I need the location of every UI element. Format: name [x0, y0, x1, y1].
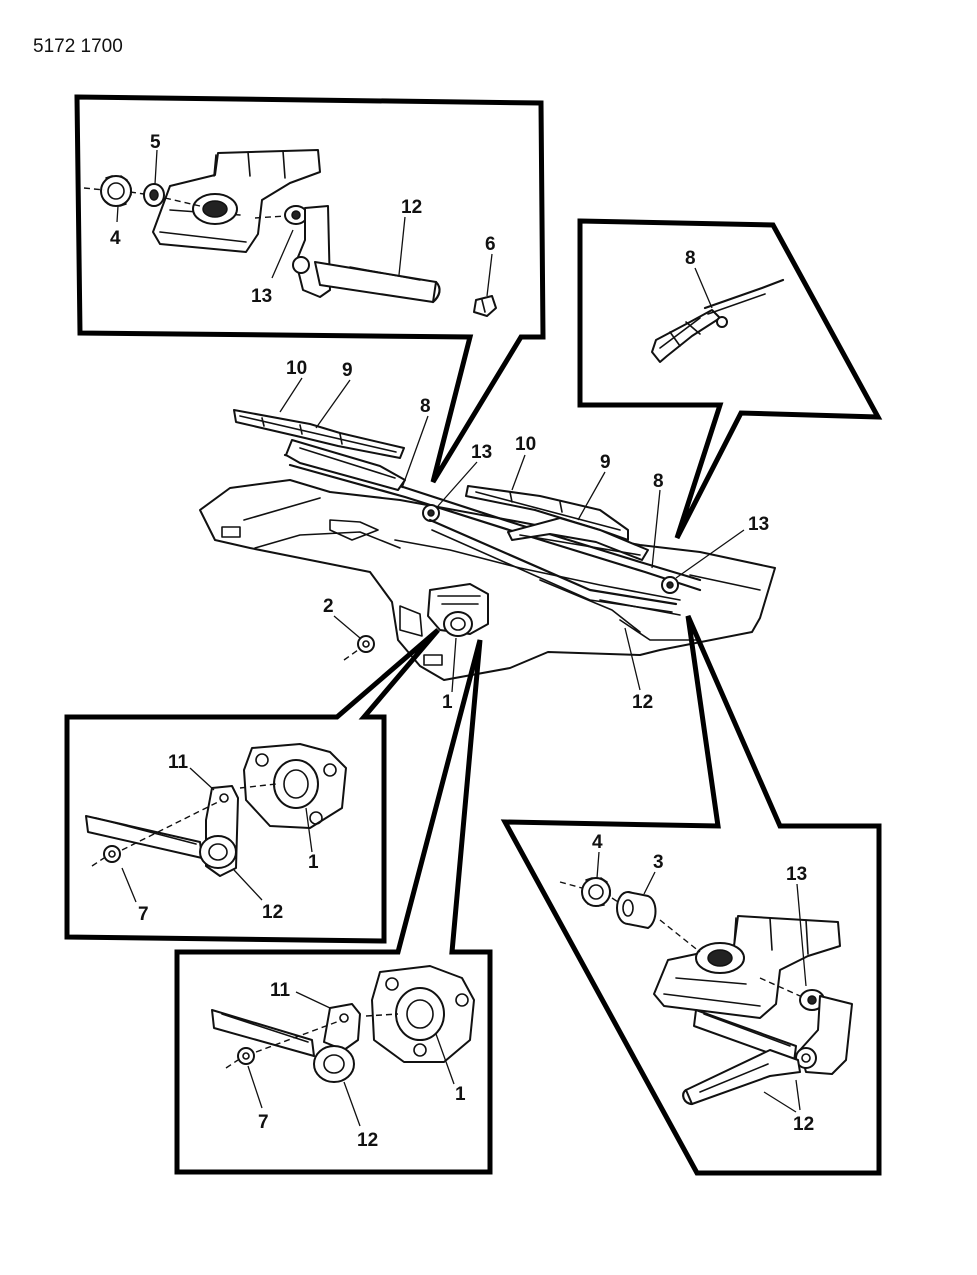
bushing-part-3 — [616, 891, 657, 929]
callout-2: 2 — [323, 596, 334, 617]
callout-1: 1 — [442, 692, 453, 713]
pivot-part-13-right — [795, 989, 853, 1075]
washer-part-5 — [143, 183, 165, 207]
callout-8: 8 — [685, 248, 696, 269]
link-arm-part-12 — [314, 261, 441, 304]
retaining-clip-part-6 — [473, 295, 497, 317]
callout-9: 9 — [600, 452, 611, 473]
main-wiper-assembly: 10 9 8 13 10 9 8 13 2 1 12 — [199, 358, 776, 713]
callout-8: 8 — [653, 471, 664, 492]
callout-1: 1 — [455, 1084, 466, 1105]
callout-12: 12 — [793, 1114, 814, 1135]
callout-1: 1 — [308, 852, 319, 873]
callout-5: 5 — [150, 132, 161, 153]
callout-12: 12 — [401, 197, 422, 218]
nut-part-2 — [343, 635, 375, 661]
callout-10: 10 — [286, 358, 307, 379]
callout-7: 7 — [138, 904, 149, 925]
callout-12: 12 — [632, 692, 653, 713]
callout-8: 8 — [420, 396, 431, 417]
callout-9: 9 — [342, 360, 353, 381]
callout-13: 13 — [786, 864, 807, 885]
callout-4: 4 — [110, 228, 121, 249]
callout-11: 11 — [270, 980, 291, 1001]
callout-13: 13 — [251, 286, 272, 307]
callout-7: 7 — [258, 1112, 269, 1133]
callout-6: 6 — [485, 234, 496, 255]
detail-frame-top-left: 5 4 13 12 6 — [74, 94, 546, 484]
callout-13: 13 — [471, 442, 492, 463]
document-code: 5172 1700 — [33, 36, 123, 57]
wiper-motor-part-1 — [427, 583, 489, 637]
detail-frame-mid-left: 11 1 7 12 — [64, 628, 440, 944]
detail-frame-bottom-right: 4 3 13 12 — [500, 614, 882, 1176]
nut-part-4 — [100, 175, 132, 207]
callout-3: 3 — [653, 852, 664, 873]
nut-part-4-right — [581, 877, 611, 907]
callout-11: 11 — [168, 752, 189, 773]
callout-12: 12 — [262, 902, 283, 923]
detail-frame-top-right: 8 — [577, 218, 883, 540]
callout-4: 4 — [592, 832, 603, 853]
detail-frame-bottom-center: 11 1 7 12 — [174, 639, 493, 1175]
callout-10: 10 — [515, 434, 536, 455]
link-arm-part-12-right — [682, 1009, 801, 1106]
callout-13: 13 — [748, 514, 769, 535]
callout-12: 12 — [357, 1130, 378, 1151]
